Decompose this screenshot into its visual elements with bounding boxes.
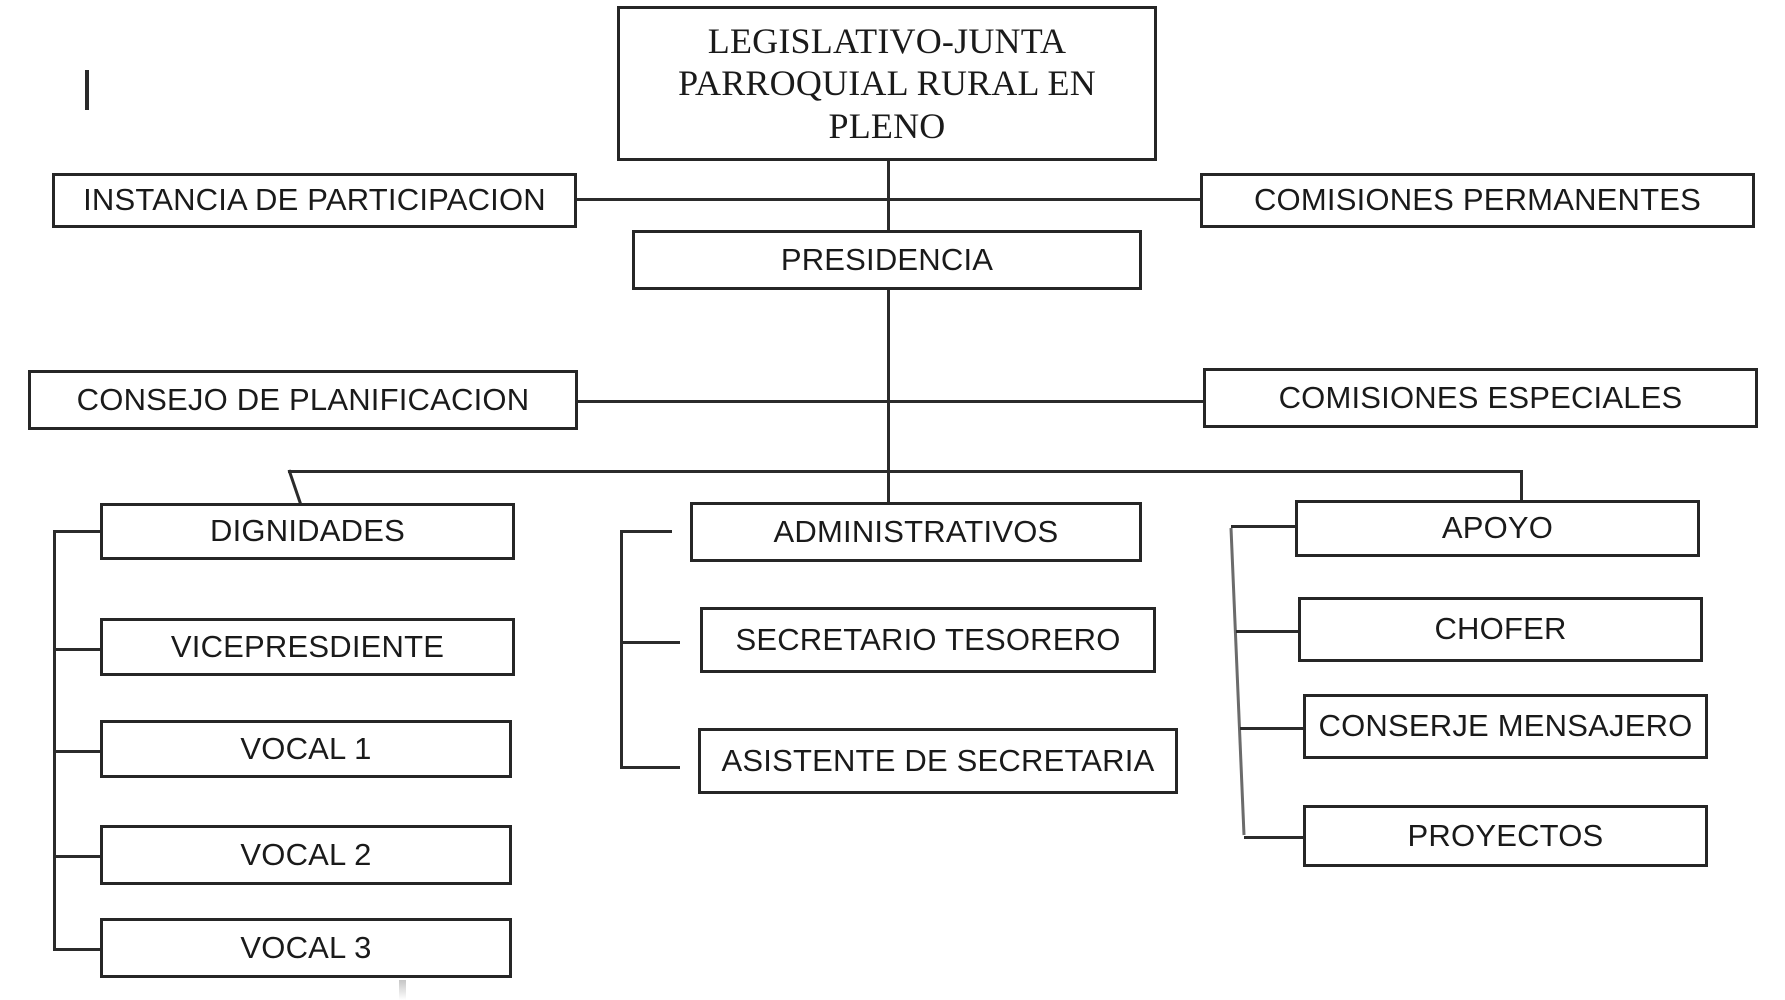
node-instancia-label: INSTANCIA DE PARTICIPACION xyxy=(83,182,546,218)
bracket-vertical-dignidades xyxy=(53,530,56,948)
bracket-stub-asistente xyxy=(620,766,680,769)
node-asistente-de-secretaria[interactable]: ASISTENTE DE SECRETARIA xyxy=(698,728,1178,794)
node-apoyo-label: APOYO xyxy=(1441,510,1554,546)
connector-root-to-presidencia xyxy=(887,160,890,230)
connector-branch-bar xyxy=(288,470,1523,473)
bracket-stub-chofer xyxy=(1236,630,1300,633)
node-comisiones-permanentes[interactable]: COMISIONES PERMANENTES xyxy=(1200,173,1755,228)
connector-drop-administrativos xyxy=(887,470,890,512)
node-vicepresidente-label: VICEPRESDIENTE xyxy=(170,628,445,664)
connector-staff-bar-1 xyxy=(575,198,1200,201)
bracket-stub-vocal3 xyxy=(53,948,101,951)
node-consejo-de-planificacion[interactable]: CONSEJO DE PLANIFICACION xyxy=(28,370,578,430)
bracket-stub-administrativos xyxy=(620,530,672,533)
bracket-stub-vocal1 xyxy=(53,750,101,753)
connector-presidencia-down xyxy=(887,290,890,470)
bracket-stub-dignidades xyxy=(53,530,101,533)
node-vocal-2-label: VOCAL 2 xyxy=(240,836,372,872)
node-vocal-3-label: VOCAL 3 xyxy=(240,929,372,965)
bracket-stub-proyectos xyxy=(1244,836,1304,839)
bracket-stub-vocal2 xyxy=(53,855,101,858)
ghost-cursor-mark xyxy=(399,980,406,1000)
node-vicepresidente[interactable]: VICEPRESDIENTE xyxy=(100,618,515,676)
node-instancia-de-participacion[interactable]: INSTANCIA DE PARTICIPACION xyxy=(52,173,577,228)
node-administrativos-label: ADMINISTRATIVOS xyxy=(773,513,1059,549)
node-proyectos-label: PROYECTOS xyxy=(1407,817,1604,853)
node-comisiones-permanentes-label: COMISIONES PERMANENTES xyxy=(1253,182,1702,218)
bracket-stub-secretario xyxy=(620,641,680,644)
node-vocal-1[interactable]: VOCAL 1 xyxy=(100,720,512,778)
bracket-vertical-apoyo xyxy=(1229,527,1246,836)
node-chofer[interactable]: CHOFER xyxy=(1298,597,1703,662)
node-presidencia[interactable]: PRESIDENCIA xyxy=(632,230,1142,290)
node-conserje-label: CONSERJE MENSAJERO xyxy=(1318,708,1693,744)
node-presidencia-label: PRESIDENCIA xyxy=(780,241,994,277)
node-vocal-3[interactable]: VOCAL 3 xyxy=(100,918,512,978)
node-consejo-label: CONSEJO DE PLANIFICACION xyxy=(76,381,530,417)
node-conserje-mensajero[interactable]: CONSERJE MENSAJERO xyxy=(1303,694,1708,759)
node-secretario-label: SECRETARIO TESORERO xyxy=(735,621,1121,657)
bracket-stub-vicepresidente xyxy=(53,648,101,651)
node-root[interactable]: LEGISLATIVO-JUNTA PARROQUIAL RURAL EN PL… xyxy=(617,6,1157,161)
node-comisiones-especiales[interactable]: COMISIONES ESPECIALES xyxy=(1203,368,1758,428)
node-comisiones-especiales-label: COMISIONES ESPECIALES xyxy=(1278,379,1683,415)
node-proyectos[interactable]: PROYECTOS xyxy=(1303,805,1708,867)
node-root-label: LEGISLATIVO-JUNTA PARROQUIAL RURAL EN PL… xyxy=(678,20,1096,146)
bracket-stub-apoyo xyxy=(1231,525,1297,528)
node-secretario-tesorero[interactable]: SECRETARIO TESORERO xyxy=(700,607,1156,673)
node-dignidades[interactable]: DIGNIDADES xyxy=(100,503,515,560)
connector-staff-bar-2 xyxy=(578,400,1203,403)
node-asistente-label: ASISTENTE DE SECRETARIA xyxy=(721,742,1155,778)
node-administrativos[interactable]: ADMINISTRATIVOS xyxy=(690,502,1142,562)
node-vocal-1-label: VOCAL 1 xyxy=(240,730,372,766)
connector-drop-apoyo xyxy=(1520,470,1523,512)
node-apoyo[interactable]: APOYO xyxy=(1295,500,1700,557)
node-vocal-2[interactable]: VOCAL 2 xyxy=(100,825,512,885)
bracket-vertical-administrativos xyxy=(620,530,623,768)
node-chofer-label: CHOFER xyxy=(1434,611,1567,647)
bracket-stub-conserje xyxy=(1240,727,1306,730)
text-cursor-caret xyxy=(85,70,89,110)
node-dignidades-label: DIGNIDADES xyxy=(210,513,405,549)
